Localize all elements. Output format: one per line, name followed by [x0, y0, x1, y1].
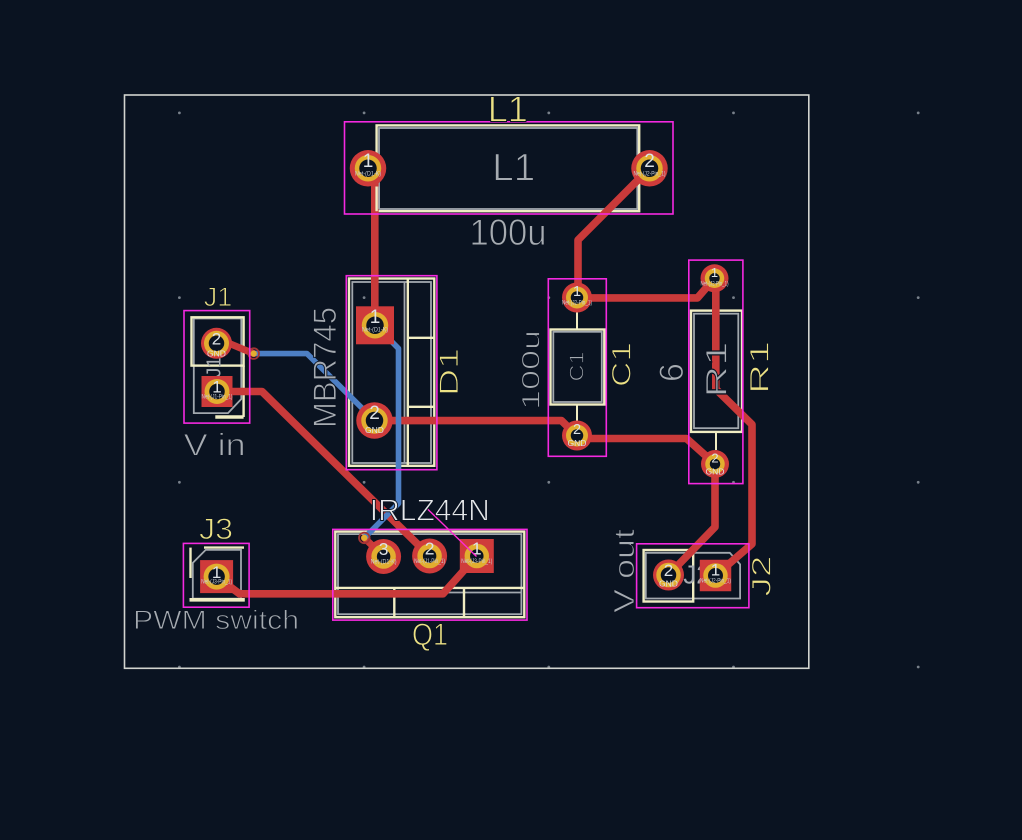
- svg-text:J1: J1: [204, 356, 226, 377]
- svg-text:IRLZ44N: IRLZ44N: [370, 492, 490, 527]
- svg-text:1: 1: [711, 561, 720, 580]
- svg-text:GND: GND: [659, 579, 678, 589]
- svg-text:1: 1: [363, 151, 374, 172]
- svg-text:2: 2: [664, 561, 673, 580]
- svg-text:100u: 100u: [518, 330, 546, 410]
- svg-text:L1: L1: [488, 88, 528, 129]
- svg-text:3: 3: [379, 539, 389, 559]
- svg-text:J3: J3: [199, 513, 233, 546]
- svg-text:C1: C1: [607, 342, 637, 387]
- svg-text:GND: GND: [568, 438, 587, 448]
- svg-text:Net-(J1-Pin_1): Net-(J1-Pin_1): [202, 395, 233, 401]
- svg-text:Net-(J2-Pin_1): Net-(J2-Pin_1): [562, 301, 592, 307]
- svg-text:J2: J2: [747, 556, 777, 597]
- svg-text:Net-(J3-Pin_1): Net-(J3-Pin_1): [461, 559, 492, 565]
- svg-text:L1: L1: [492, 146, 535, 189]
- svg-text:2: 2: [212, 330, 221, 349]
- svg-text:2: 2: [644, 151, 655, 172]
- svg-text:J1: J1: [204, 282, 233, 312]
- svg-text:GND: GND: [706, 467, 725, 477]
- svg-text:GND: GND: [365, 425, 384, 435]
- svg-text:Net-(J2-Pin_1): Net-(J2-Pin_1): [701, 281, 729, 287]
- svg-text:Net-(J2-Pin_1): Net-(J2-Pin_1): [700, 579, 731, 585]
- svg-text:Net-(J2-Pin_1): Net-(J2-Pin_1): [634, 171, 666, 177]
- svg-text:D1: D1: [434, 348, 464, 396]
- svg-text:V out: V out: [609, 529, 641, 613]
- svg-text:1: 1: [472, 539, 482, 559]
- svg-text:Net-(D1-K): Net-(D1-K): [362, 328, 388, 334]
- svg-text:Q1: Q1: [412, 616, 448, 652]
- svg-text:R1: R1: [701, 342, 734, 398]
- svg-text:2: 2: [711, 451, 718, 466]
- svg-text:MBR745: MBR745: [307, 307, 343, 428]
- svg-text:1: 1: [212, 563, 221, 582]
- svg-text:C1: C1: [567, 352, 589, 382]
- svg-text:Net-(D1-K): Net-(D1-K): [355, 171, 381, 177]
- svg-text:Net-(D1-K): Net-(D1-K): [371, 560, 397, 566]
- svg-text:V in: V in: [184, 427, 246, 463]
- svg-text:2: 2: [425, 539, 435, 559]
- svg-text:Net-(J1-Pin_1): Net-(J1-Pin_1): [414, 559, 445, 565]
- svg-text:GND: GND: [207, 348, 226, 358]
- svg-text:6: 6: [653, 363, 691, 382]
- svg-text:2: 2: [369, 403, 380, 424]
- svg-text:1: 1: [212, 378, 221, 397]
- svg-text:Net-(J3-Pin_1): Net-(J3-Pin_1): [201, 580, 232, 586]
- svg-text:1: 1: [370, 307, 381, 328]
- svg-text:PWM switch: PWM switch: [133, 605, 299, 635]
- svg-text:R1: R1: [745, 341, 775, 394]
- svg-text:1: 1: [711, 265, 718, 280]
- svg-text:2: 2: [573, 422, 581, 438]
- svg-text:1: 1: [573, 284, 581, 300]
- svg-text:100u: 100u: [470, 212, 547, 253]
